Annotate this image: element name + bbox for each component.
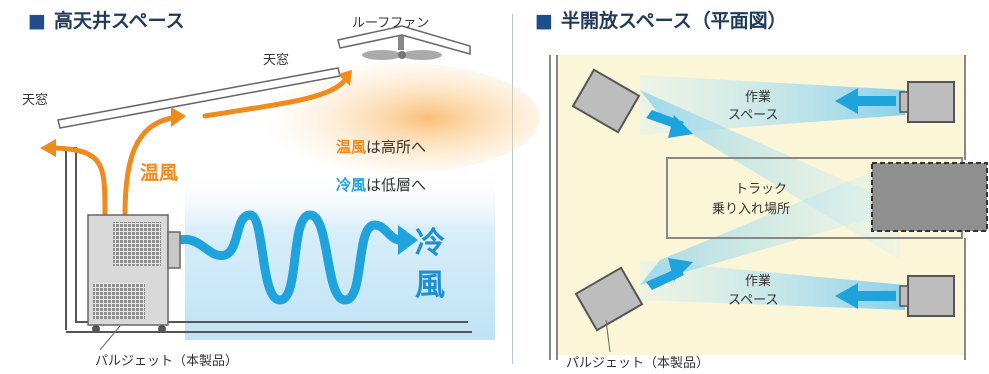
work-space-bottom-line2: スペース — [728, 293, 779, 308]
cool-caption-rest: は低層へ — [366, 176, 427, 194]
work-space-bottom-line1: 作業 — [745, 274, 772, 289]
cool-arrowhead — [398, 225, 418, 255]
skylight-upper-label: 天窓 — [263, 53, 290, 68]
truck-icon — [871, 162, 988, 232]
warm-arrowheads — [40, 70, 352, 157]
truck-area-line1: トラック — [735, 182, 788, 197]
plan-walls — [549, 55, 966, 360]
right-title-text: 半開放スペース（平面図） — [560, 10, 787, 32]
truck-area-line2: 乗り入れ場所 — [712, 202, 791, 217]
cool-air-spiral — [175, 210, 405, 305]
skylight-upper-shape — [337, 25, 471, 55]
cool-air-big-2: 風 — [415, 268, 445, 303]
roof-fan-icon — [362, 36, 442, 60]
left-title-text: 高天井スペース — [53, 10, 185, 32]
puljet-machine-right-bottom-right — [899, 275, 955, 317]
warm-air-label: 温風 — [140, 162, 179, 184]
work-space-top-line2: スペース — [728, 108, 779, 123]
work-space-top-line1: 作業 — [745, 90, 772, 105]
plan-blue-arrows — [646, 88, 896, 309]
right-panel-title: ■ 半開放スペース（平面図） — [535, 6, 787, 33]
panel-divider — [512, 14, 513, 364]
warm-air-arrows — [52, 77, 348, 218]
callout-line-right — [605, 319, 611, 353]
puljet-machine-right-top-right — [899, 81, 955, 123]
cool-air-band — [185, 170, 495, 340]
title-square-icon: ■ — [28, 10, 46, 32]
title-square-icon: ■ — [535, 10, 553, 32]
warm-air-caption: 温風は高所へ — [336, 136, 426, 157]
cool-caption-em: 冷風 — [336, 176, 367, 194]
left-panel-title: ■ 高天井スペース — [28, 6, 185, 33]
puljet-machine-left — [87, 214, 181, 333]
puljet-machine-right-bottom-left — [574, 266, 644, 332]
skylight-left-label: 天窓 — [22, 93, 49, 108]
warm-caption-em: 温風 — [336, 138, 367, 156]
warm-caption-rest: は高所へ — [366, 138, 427, 156]
puljet-machine-right-top-left — [571, 68, 641, 134]
product-label-left: パルジェット（本製品） — [95, 354, 239, 369]
callout-line-left — [99, 325, 121, 351]
cool-air-big-1: 冷 — [415, 226, 445, 261]
product-label-right: パルジェット（本製品） — [566, 356, 710, 371]
roof-fan-label: ルーフファン — [352, 16, 430, 31]
cool-air-caption: 冷風は低層へ — [336, 174, 426, 195]
